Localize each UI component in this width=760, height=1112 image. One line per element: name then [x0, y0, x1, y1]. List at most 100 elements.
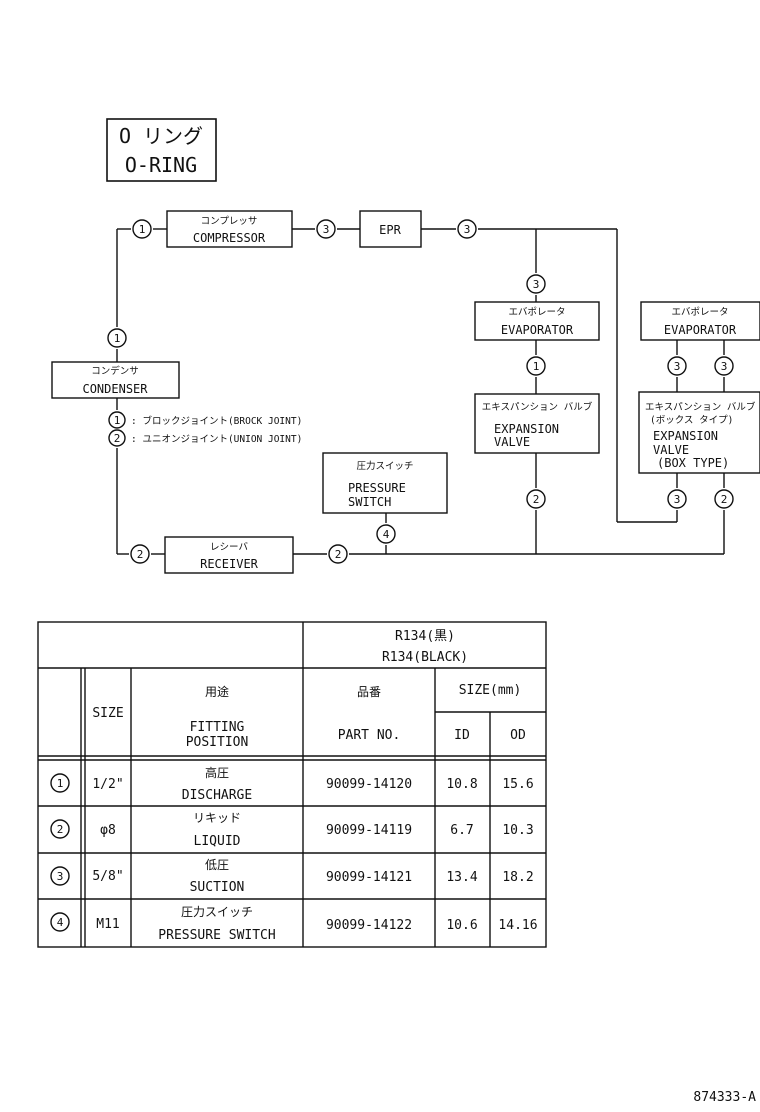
title-en: O-RING [125, 153, 197, 177]
marker-1-circle [107, 328, 127, 348]
legend-1-num: 1 [114, 414, 121, 427]
row-4-size: M11 [96, 917, 119, 932]
marker-2-text: 2 [335, 548, 342, 561]
row-2-od: 10.3 [502, 823, 533, 838]
legend-2-num: 2 [114, 432, 121, 445]
row-1-fitting-jp: 高圧 [205, 765, 229, 780]
pressure-switch-label-2: SWITCH [348, 495, 391, 509]
row-3-part-no: 90099-14121 [326, 870, 412, 885]
marker-2-text: 2 [533, 493, 540, 506]
expansion-valve-front-box [474, 393, 600, 454]
pressure-switch-label-jp: 圧力スイッチ [356, 460, 413, 472]
marker-3-circle [667, 356, 687, 376]
row-3-od: 18.2 [502, 870, 533, 885]
header-fitting-jp: 用途 [205, 684, 229, 699]
row-4-fitting-jp: 圧力スイッチ [181, 905, 253, 919]
row-3-size: 5/8" [92, 869, 123, 884]
expansion-valve-rear-label-jp-2: (ボックス タイプ) [650, 415, 733, 426]
title-jp: O リング [119, 124, 203, 148]
receiver-label: RECEIVER [200, 557, 259, 571]
row-3-id: 13.4 [446, 870, 477, 885]
marker-2-circle [526, 489, 546, 509]
row-4-num: 4 [57, 916, 64, 929]
row-2-fitting: LIQUID [194, 834, 241, 849]
header-part-no: PART NO. [338, 728, 401, 743]
expansion-valve-rear-box [638, 391, 760, 474]
legend-2-circle [108, 429, 126, 447]
row-3-num: 3 [57, 870, 64, 883]
evaporator-front-box [474, 301, 600, 341]
marker-3-circle [457, 219, 477, 239]
evaporator-rear-label: EVAPORATOR [664, 323, 737, 337]
header-size-mm: SIZE(mm) [459, 683, 522, 698]
row-1-part-no: 90099-14120 [326, 777, 412, 792]
compressor-label-jp: コンプレッサ [201, 216, 258, 227]
marker-3-circle [526, 274, 546, 294]
marker-3-circle [316, 219, 336, 239]
condenser-box [51, 361, 180, 399]
marker-3-text: 3 [674, 360, 681, 373]
condenser-label-jp: コンデンサ [91, 365, 139, 377]
row-2-fitting-jp: リキッド [193, 811, 241, 825]
refrigerant-label-jp: R134(黒) [395, 629, 455, 644]
expansion-valve-rear-label-3: (BOX TYPE) [657, 456, 729, 470]
marker-3-circle [714, 356, 734, 376]
marker-3-text: 3 [323, 223, 330, 236]
legend-1-circle [108, 411, 126, 429]
row-2-size: φ8 [100, 823, 116, 838]
marker-1-circle [526, 356, 546, 376]
row-4-fitting: PRESSURE SWITCH [158, 928, 275, 943]
figure-code: 874333-A [693, 1090, 756, 1105]
marker-1-text: 1 [533, 360, 540, 373]
marker-1-text: 1 [114, 332, 121, 345]
marker-2-circle [714, 489, 734, 509]
expansion-valve-rear-label-1: EXPANSION [653, 429, 718, 443]
epr-box [359, 210, 422, 248]
row-3-fitting-jp: 低圧 [205, 858, 229, 872]
header-part-jp: 品番 [357, 685, 381, 699]
marker-2-text: 2 [721, 493, 728, 506]
marker-2-text: 2 [137, 548, 144, 561]
marker-4-circle [376, 524, 396, 544]
header-size: SIZE [92, 706, 123, 721]
marker-3-text: 3 [721, 360, 728, 373]
row-4-id: 10.6 [446, 918, 477, 933]
refrigerant-label: R134(BLACK) [382, 650, 468, 665]
header-fitting-1: FITTING [190, 720, 245, 735]
legend-1-text: : ブロックジョイント(BROCK JOINT) [131, 415, 302, 427]
marker-3-circle [667, 489, 687, 509]
row-4-part-no: 90099-14122 [326, 918, 412, 933]
epr-label: EPR [379, 223, 401, 237]
compressor-label: COMPRESSOR [193, 231, 266, 245]
receiver-label-jp: レシーバ [210, 542, 248, 553]
condenser-label: CONDENSER [82, 382, 148, 396]
expansion-valve-front-label-2: VALVE [494, 435, 530, 449]
title-box [106, 118, 217, 182]
header-fitting-2: POSITION [186, 735, 249, 750]
marker-2-circle [328, 544, 348, 564]
evaporator-front-label-jp: エバポレータ [508, 307, 565, 318]
marker-1-text: 1 [139, 223, 146, 236]
expansion-valve-rear-label-jp-1: エキスパンション バルブ [645, 401, 756, 413]
row-2-num: 2 [57, 823, 64, 836]
row-1-od: 15.6 [502, 777, 533, 792]
evaporator-rear-box [640, 301, 760, 341]
compressor-box [166, 210, 293, 248]
expansion-valve-rear-label-2: VALVE [653, 443, 689, 457]
row-2-part-no: 90099-14119 [326, 823, 412, 838]
header-id: ID [454, 728, 470, 743]
row-3-fitting: SUCTION [190, 880, 245, 895]
expansion-valve-front-label-jp: エキスパンション バルブ [482, 401, 593, 413]
marker-1-circle [132, 219, 152, 239]
evaporator-rear-label-jp: エバポレータ [671, 307, 728, 318]
expansion-valve-front-label-1: EXPANSION [494, 422, 559, 436]
marker-4-text: 4 [383, 528, 390, 541]
evaporator-front-label: EVAPORATOR [501, 323, 574, 337]
row-1-size: 1/2" [92, 777, 123, 792]
marker-2-circle [130, 544, 150, 564]
receiver-box [164, 536, 294, 574]
pressure-switch-box [322, 452, 448, 514]
row-2-id: 6.7 [450, 823, 473, 838]
row-1-id: 10.8 [446, 777, 477, 792]
